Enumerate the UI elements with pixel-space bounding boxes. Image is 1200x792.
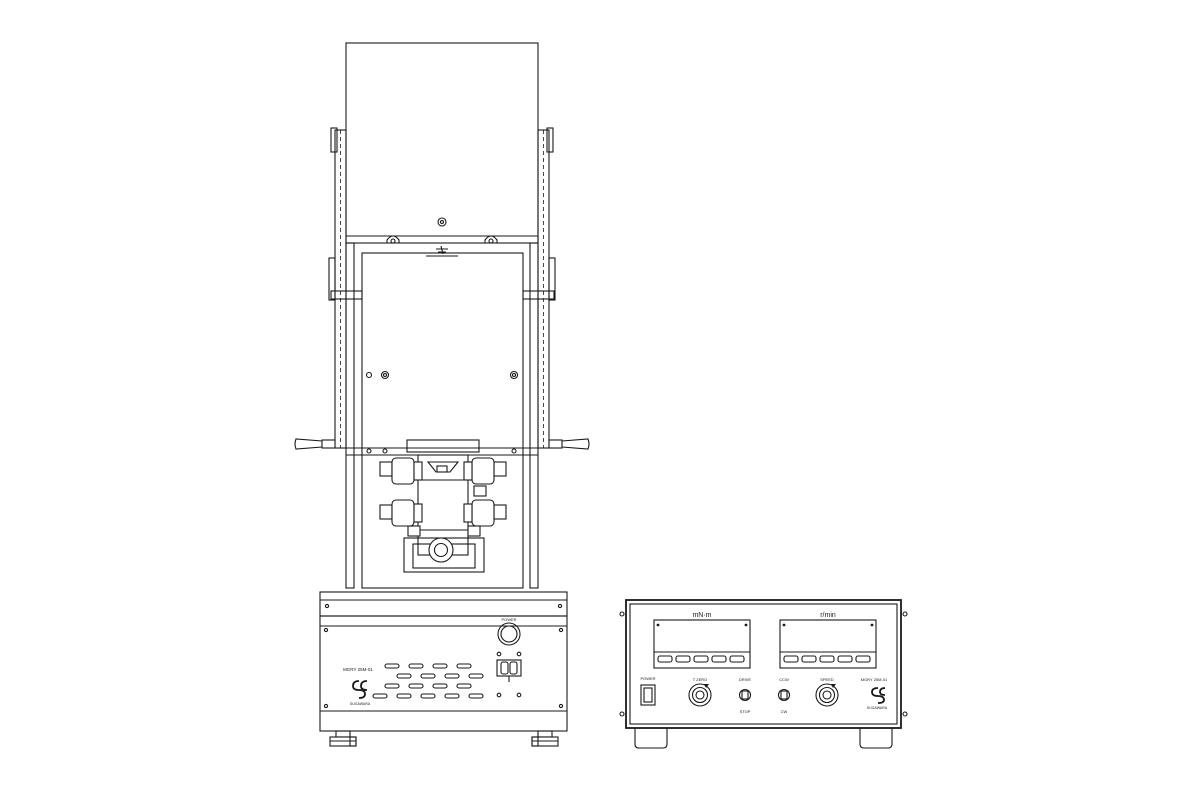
motor-unit: MGRY 25M-01 SUGAWARA POWER (294, 42, 590, 747)
motor-power-button[interactable] (497, 622, 521, 646)
stop-label: STOP (740, 709, 751, 714)
side-rail-right (529, 127, 556, 589)
motor-switch-block[interactable] (496, 651, 522, 698)
torque-header: mN·m (692, 612, 711, 619)
brand-logo-icon (352, 680, 368, 699)
foot-left (329, 730, 357, 747)
ccw-label: CCW (779, 677, 789, 682)
controller-power-switch[interactable] (640, 684, 656, 706)
speed-header: r/min (820, 612, 836, 619)
cover-screw (437, 217, 447, 227)
controller-foot-right (859, 728, 893, 749)
speed-display (779, 619, 877, 669)
tzero-knob[interactable] (688, 683, 712, 707)
vent-grille (372, 663, 484, 699)
drive-stop-switch[interactable] (738, 688, 752, 702)
speed-knob-label: SPEED (820, 677, 834, 682)
tzero-label: T ZERO (693, 677, 708, 682)
controller-power-label: POWER (640, 676, 655, 681)
speed-knob[interactable] (815, 683, 839, 707)
controller-unit: mN·m r/min POWER (619, 599, 908, 749)
torque-display (653, 619, 751, 669)
drive-label: DRIVE (739, 677, 752, 682)
controller-model-label: MGRY 25M-01 (861, 677, 888, 682)
side-rail-left (328, 127, 355, 589)
handle-right-icon[interactable] (548, 438, 590, 450)
handle-left-icon[interactable] (294, 438, 336, 450)
motor-model-label: MGRY 25M-01 (343, 667, 373, 672)
cw-label: CW (781, 709, 788, 714)
motor-power-label: POWER (501, 617, 516, 622)
controller-brand-label: SUGAWARA (867, 706, 888, 710)
top-cover (345, 42, 539, 244)
controller-foot-left (634, 728, 668, 749)
hinge-tab-right (484, 235, 498, 243)
inner-frame (361, 252, 524, 589)
motor-brand-label: SUGAWARA (350, 702, 371, 706)
foot-right (531, 730, 559, 747)
base-unit: MGRY 25M-01 SUGAWARA POWER (319, 591, 568, 747)
hinge-tab-left (386, 235, 400, 243)
controller-brand-logo-icon (871, 687, 886, 704)
roller-assembly (379, 439, 507, 573)
direction-switch[interactable] (777, 688, 791, 702)
